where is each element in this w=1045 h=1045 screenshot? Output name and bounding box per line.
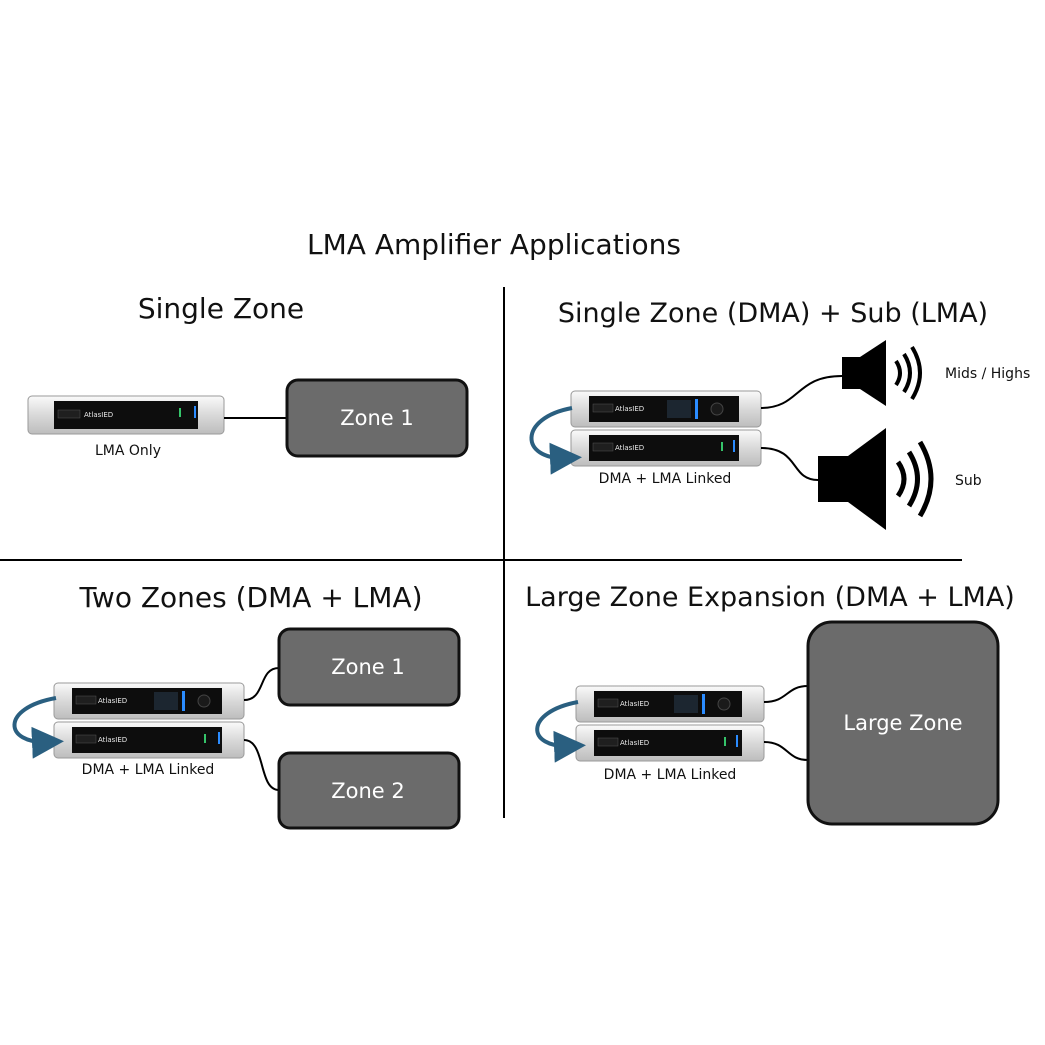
device-brand: AtlasIED [620, 739, 649, 747]
dma-amplifier-device: AtlasIED [575, 685, 765, 723]
zone-box [806, 620, 1000, 826]
status-led [733, 440, 735, 452]
quadrant-single-zone-sub: Single Zone (DMA) + Sub (LMA) AtlasIED A… [529, 298, 1030, 530]
status-led [724, 737, 726, 746]
display-screen [667, 400, 691, 418]
connection-line [760, 375, 843, 409]
quadrant-heading: Single Zone [138, 292, 304, 325]
status-led [702, 694, 705, 714]
zone-box [285, 378, 469, 458]
dma-amplifier-device: AtlasIED [570, 390, 762, 428]
connection-line [760, 447, 819, 481]
zone-box [277, 751, 461, 830]
device-label: DMA + LMA Linked [604, 767, 737, 783]
quadrant-heading: Single Zone (DMA) + Sub (LMA) [558, 298, 988, 329]
lma-amplifier-device: AtlasIED [53, 721, 245, 759]
status-led [182, 691, 185, 711]
device-brand: AtlasIED [620, 700, 649, 708]
speaker-icon [818, 428, 934, 530]
connection-line [243, 739, 280, 791]
display-screen [674, 695, 698, 713]
connection-line [243, 667, 280, 701]
zone-label: Zone 1 [340, 406, 414, 430]
device-brand: AtlasIED [615, 444, 644, 452]
zone-label: Large Zone [843, 711, 962, 735]
quadrant-heading: Two Zones (DMA + LMA) [78, 581, 422, 614]
lma-amplifier-device: AtlasIED [575, 724, 765, 762]
quadrant-heading: Large Zone Expansion (DMA + LMA) [525, 582, 1015, 613]
status-led [218, 732, 220, 744]
quadrant-two-zones: Two Zones (DMA + LMA) AtlasIED AtlasIED … [12, 581, 461, 830]
status-led [194, 406, 196, 418]
volume-knob [197, 694, 211, 708]
device-brand: AtlasIED [98, 697, 127, 705]
link-arrow [529, 406, 582, 475]
device-label: DMA + LMA Linked [82, 762, 215, 778]
link-arrow [12, 696, 64, 759]
zone-label: Zone 1 [331, 655, 405, 679]
device-brand: AtlasIED [84, 411, 113, 419]
quadrant-large-zone: Large Zone Expansion (DMA + LMA) AtlasIE… [525, 582, 1015, 826]
zone-label: Zone 2 [331, 779, 405, 803]
status-led [736, 735, 738, 747]
zone-box [277, 627, 461, 707]
dma-amplifier-device: AtlasIED [53, 682, 245, 720]
device-brand: AtlasIED [98, 736, 127, 744]
quadrant-single-zone: Single Zone AtlasIED LMA Only Zone 1 [27, 292, 469, 459]
device-label: LMA Only [95, 443, 161, 459]
volume-knob [717, 697, 731, 711]
speaker-label: Sub [955, 473, 982, 489]
device-brand: AtlasIED [615, 405, 644, 413]
speaker-icon [842, 340, 922, 406]
connection-line [763, 741, 809, 761]
status-led [179, 408, 181, 417]
volume-knob [710, 402, 724, 416]
link-arrow [535, 700, 586, 763]
status-led [721, 442, 723, 451]
lma-amplifier-device: AtlasIED [27, 395, 225, 435]
device-label: DMA + LMA Linked [599, 471, 732, 487]
display-screen [154, 692, 178, 710]
lma-amplifier-device: AtlasIED [570, 429, 762, 467]
status-led [695, 399, 698, 419]
status-led [204, 734, 206, 743]
speaker-label: Mids / Highs [945, 366, 1030, 382]
main-title: LMA Amplifier Applications [307, 228, 681, 261]
connection-line [763, 685, 809, 703]
